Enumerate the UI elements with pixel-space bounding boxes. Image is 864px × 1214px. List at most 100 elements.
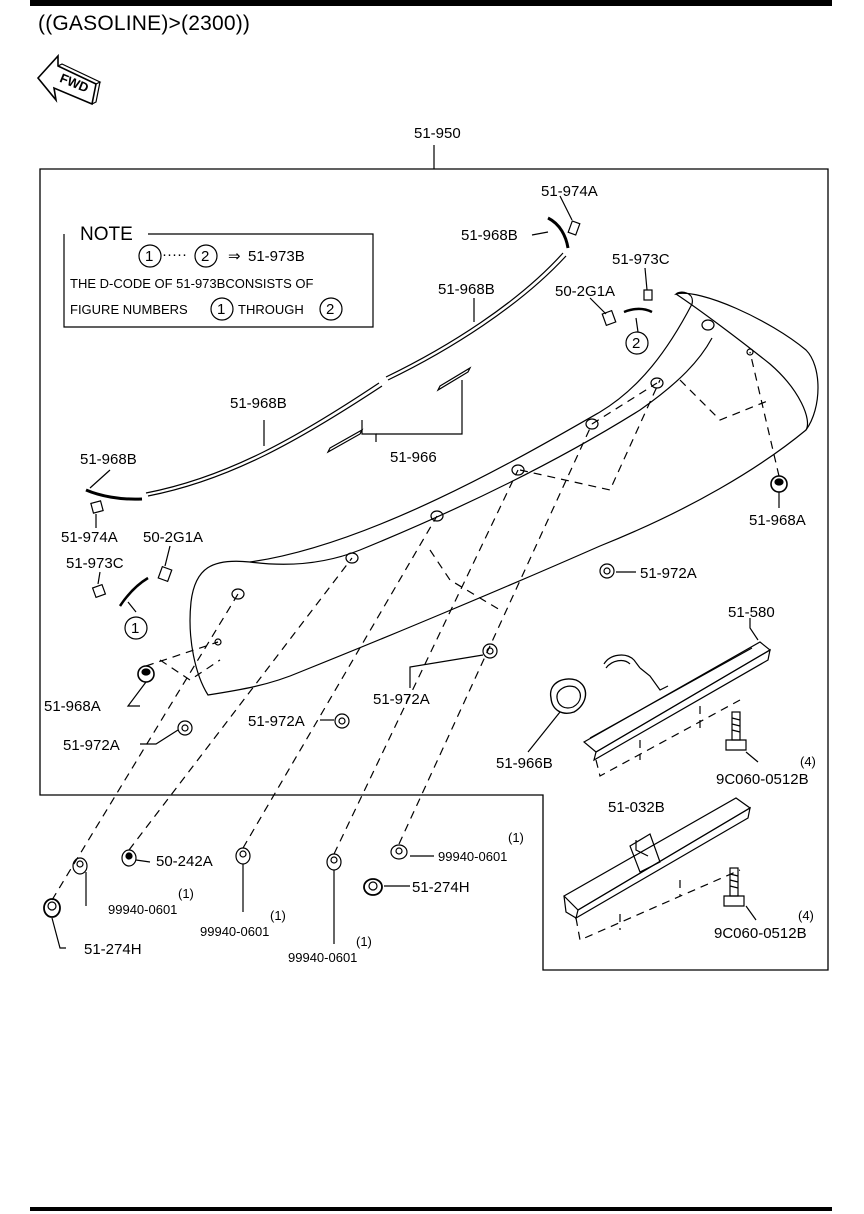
callout-51-974a-top: 51-974A [541,183,598,200]
spoiler-top-edge [249,337,713,565]
top-rule [30,0,832,6]
tape-973c-top [643,289,653,301]
note-line-3a: FIGURE NUMBERS [70,302,188,317]
grommet-274h-left [43,898,61,918]
note-range-to: 2 [201,248,209,265]
note-range-part: 51-973B [248,248,305,265]
trim-strip-a [436,366,472,392]
callout-51-968b-b: 51-968B [438,281,495,298]
callout-51-580: 51-580 [728,604,775,621]
assembly-callout: 51-950 [414,125,461,142]
nut-c-part: 99940-0601 [288,950,357,965]
leader-lines [51,195,780,949]
nut-99940-d [390,844,408,860]
nut-b-part: 99940-0601 [200,924,269,939]
note-range-dots: ····· [162,246,187,263]
bolt-qty-2: (4) [798,908,814,923]
spoiler-body [189,291,819,696]
clip-968a-right [770,475,788,493]
callout-51-972a-c: 51-972A [248,713,305,730]
assembly-frame [39,168,829,971]
seal-strip-left [85,488,143,501]
callout-51-972a-r: 51-972A [640,565,697,582]
tape-973c-left [91,583,107,599]
figure-2-text: 2 [632,335,640,352]
nut-d-part: 99940-0601 [438,849,507,864]
bracket-2-top [623,307,653,314]
callout-51-974a-left: 51-974A [61,529,118,546]
callout-51-274h-right: 51-274H [412,879,470,896]
seal-strip-upper [387,255,567,381]
callout-51-968b-c: 51-968B [230,395,287,412]
washer-972a-l [177,720,193,736]
nut-b-qty: (1) [270,908,286,923]
grommet-274h-right [363,878,383,896]
callout-50-2g1a-top: 50-2G1A [555,283,615,300]
seal-strip-upper-inner [385,252,564,378]
nut-99940-b [235,847,251,865]
washer-972a-m [482,643,498,659]
callout-51-972a-l: 51-972A [63,737,120,754]
bolt-qty-1: (4) [800,754,816,769]
seal-strip-lower-inner [145,382,380,494]
brake-light-032b [563,797,752,920]
seal-strip-lower [147,385,383,497]
callout-51-966b: 51-966B [496,755,553,772]
callout-51-972a-m: 51-972A [373,691,430,708]
note-line-2: THE D-CODE OF 51-973BCONSISTS OF [70,276,313,291]
callout-51-968b-a: 51-968B [461,227,518,244]
bolt-lower [723,867,745,907]
tape-974a-left [90,500,104,514]
nut-242a [121,849,137,867]
note-line-3b: THROUGH [238,302,304,317]
nut-a-part: 99940-0601 [108,902,177,917]
callout-51-968b-d: 51-968B [80,451,137,468]
clip-968a-left [137,665,155,683]
figure-1-marker: 1 [124,616,148,640]
page-title: ((GASOLINE)>(2300)) [38,12,251,35]
trim-strip-b [326,428,364,454]
bolt-part-1: 9C060-0512B [716,771,809,788]
figure-1-text: 1 [131,620,139,637]
nut-99940-a [72,857,88,875]
bottom-rule [30,1207,832,1211]
callout-51-973c-left: 51-973C [66,555,124,572]
bolt-part-2: 9C060-0512B [714,925,807,942]
spoiler-holes [214,319,754,646]
note-line-3: FIGURE NUMBERS 1 THROUGH 2 [70,297,343,321]
callout-51-968a-left: 51-968A [44,698,101,715]
tape-2g1a-left [157,565,173,583]
note-range-line: 1 ····· 2 ⇒ 51-973B [138,244,305,268]
assembly-dash-lines [51,351,780,941]
washer-972a-r [599,563,615,579]
callout-51-032b: 51-032B [608,799,665,816]
brake-light-580 [582,641,772,762]
pad-966b [549,678,587,714]
fwd-arrow-icon [36,53,102,106]
spoiler-lip [675,293,809,431]
figure-2-marker: 2 [625,331,649,355]
washer-972a-c [334,713,350,729]
note-heading: NOTE [80,224,133,245]
callout-51-966: 51-966 [390,449,437,466]
callout-51-973c-top: 51-973C [612,251,670,268]
bolt-upper [725,711,747,751]
callout-51-968a-right: 51-968A [749,512,806,529]
note-box [63,233,374,328]
nut-99940-c [326,853,342,871]
callout-50-2g1a-left: 50-2G1A [143,529,203,546]
callout-51-274h-left: 51-274H [84,941,142,958]
note-arrow: ⇒ [228,248,241,265]
note-line-3-num2: 2 [326,301,334,318]
note-line-3-num1: 1 [217,301,225,318]
note-range-from: 1 [145,248,153,265]
nut-a-qty: (1) [178,886,194,901]
tape-2g1a-top [601,309,617,327]
seal-strip-top [547,216,570,249]
bracket-1-left [118,576,149,607]
tape-974a-top [567,220,581,236]
callout-50-242a: 50-242A [156,853,213,870]
nut-c-qty: (1) [356,934,372,949]
nut-d-qty: (1) [508,830,524,845]
